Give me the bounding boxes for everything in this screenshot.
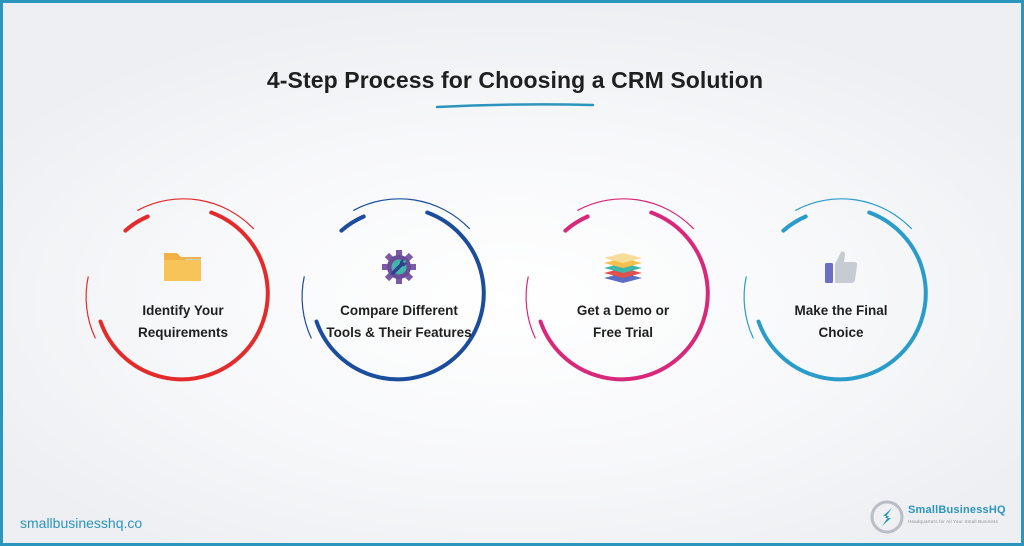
step-1: Identify Your Requirements: [83, 197, 283, 397]
stacked-layers-icon: [604, 253, 642, 283]
step-4-label: Make the Final Choice: [794, 303, 888, 340]
footer-url[interactable]: smallbusinesshq.co: [20, 515, 143, 531]
step-2-label: Compare Different Tools & Their Features: [326, 303, 472, 340]
step-4-rings: [743, 198, 928, 382]
step-4: Make the Final Choice: [741, 197, 941, 397]
brand-tagline: Headquarters for All Your Small Business: [908, 519, 999, 524]
step-3: Get a Demo or Free Trial: [523, 197, 723, 397]
step-2: Compare Different Tools & Their Features: [299, 197, 499, 397]
brand-name: SmallBusinessHQ: [908, 504, 1006, 516]
step-3-label: Get a Demo or Free Trial: [576, 303, 670, 340]
step-2-rings: [301, 198, 486, 382]
brand-logo: SmallBusinessHQ Headquarters for All You…: [870, 500, 1020, 536]
step-1-rings: [85, 198, 270, 382]
step-1-label: Identify Your Requirements: [137, 303, 229, 340]
page-title: 4-Step Process for Choosing a CRM Soluti…: [266, 67, 764, 93]
gear-wrench-icon: [382, 250, 416, 284]
thumbs-up-icon: [825, 251, 858, 283]
title-underline: [435, 103, 595, 109]
brand-mark-icon: [870, 500, 904, 534]
step-3-rings: [525, 198, 710, 382]
folder-icon: [164, 253, 201, 281]
